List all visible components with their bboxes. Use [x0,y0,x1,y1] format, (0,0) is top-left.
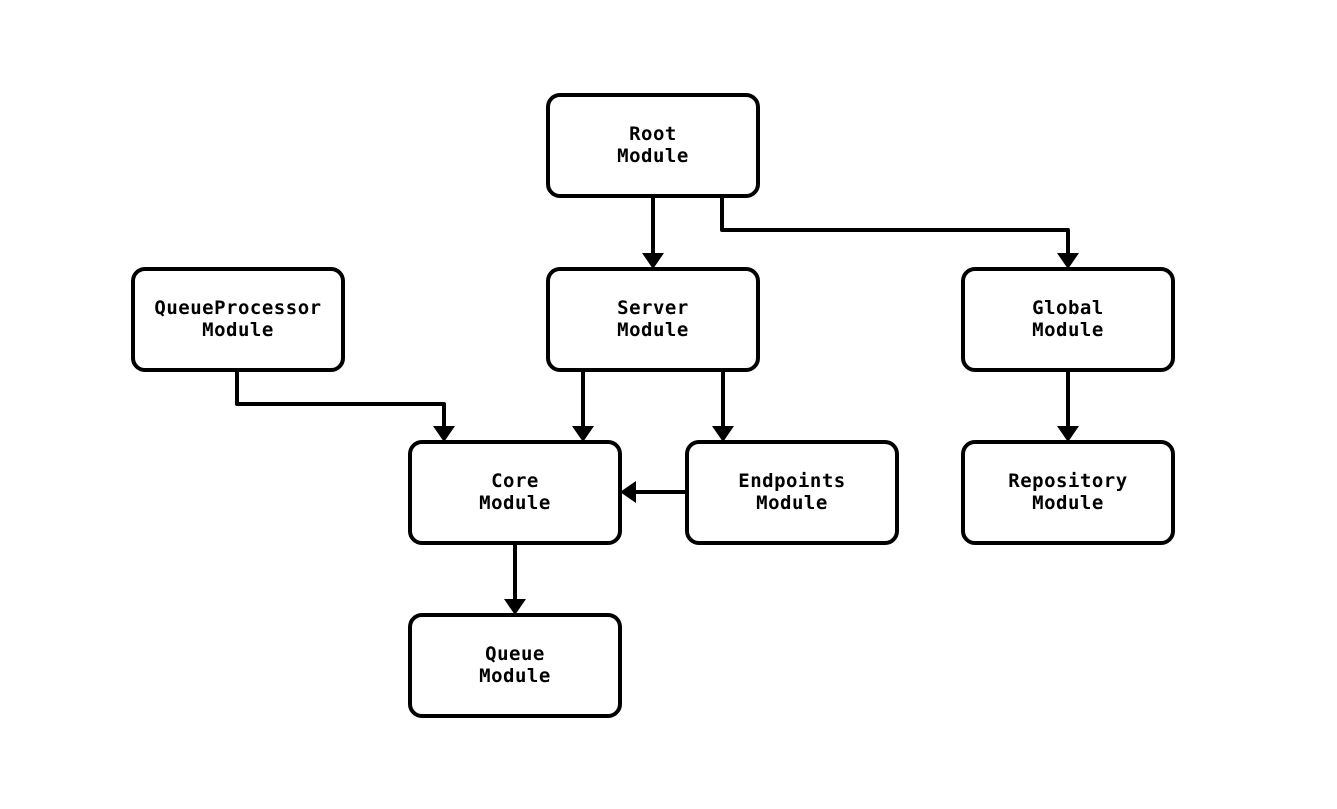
arrow-head-icon [712,426,734,442]
node-label-line2: Module [1032,492,1104,514]
node-label-line1: Root [629,123,677,145]
node-label-line1: Endpoints [738,470,845,492]
edge-core-to-queue [504,543,526,615]
node-box[interactable] [961,440,1175,545]
arrow-head-icon [572,426,594,442]
edge-root-to-global [720,196,1079,269]
node-box[interactable] [131,267,345,372]
edge-server-to-endpoints [712,370,734,442]
nodes-layer: RootModuleQueueProcessorModuleServerModu… [131,93,1175,718]
arrow-head-icon [1057,426,1079,442]
node-label-line2: Module [202,319,274,341]
arrow-head-icon [504,599,526,615]
arrow-head-icon [642,253,664,269]
node-label-line2: Module [479,665,551,687]
node-label-line1: QueueProcessor [154,297,321,319]
edges-layer [235,196,1079,615]
arrow-head-icon [620,481,636,503]
node-label-line1: Repository [1008,470,1127,492]
node-box[interactable] [408,440,622,545]
node-label-line1: Core [491,470,539,492]
node-box[interactable] [546,93,760,198]
node-label-line1: Server [617,297,689,319]
edge-server-to-core [572,370,594,442]
node-label-line2: Module [1032,319,1104,341]
node-box[interactable] [961,267,1175,372]
node-label-line1: Queue [485,643,545,665]
node-label-line2: Module [479,492,551,514]
node-label-line2: Module [617,319,689,341]
node-box[interactable] [546,267,760,372]
node-label-line2: Module [756,492,828,514]
arrow-head-icon [1057,253,1079,269]
edge-root-to-server [642,196,664,269]
edge-global-to-repository [1057,370,1079,442]
node-box[interactable] [408,613,622,718]
edge-endpoints-to-core [620,481,687,503]
edge-line [720,196,1070,258]
node-label-line1: Global [1032,297,1104,319]
edge-queueprocessor-to-core [235,370,455,442]
edge-line [235,370,446,431]
arrow-head-icon [433,426,455,442]
node-label-line2: Module [617,145,689,167]
node-box[interactable] [685,440,899,545]
